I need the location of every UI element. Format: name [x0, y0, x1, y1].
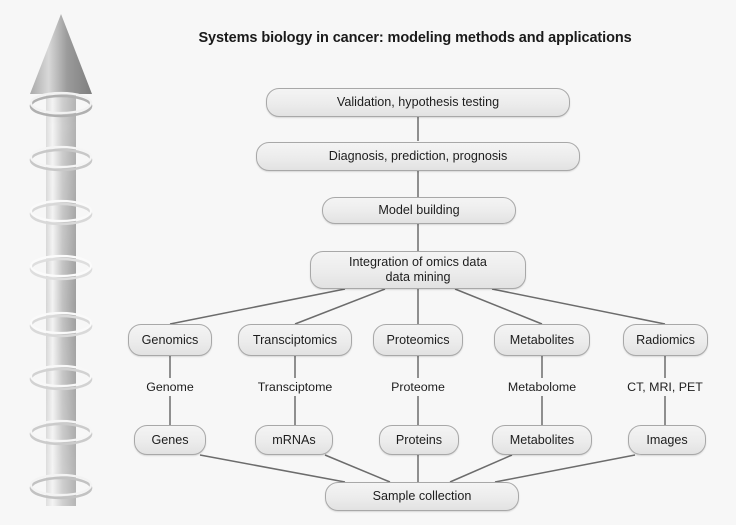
node-entity-proteins-label: Proteins — [395, 432, 443, 447]
node-integration[interactable]: Integration of omics data data mining — [310, 251, 526, 289]
node-diagnosis[interactable]: Diagnosis, prediction, prognosis — [256, 142, 580, 171]
link-integration-radiomics — [491, 288, 666, 325]
link-integration-transciptomics — [294, 288, 386, 325]
link-integration-metabolites — [454, 288, 543, 325]
node-entity-metabolites[interactable]: Metabolites — [492, 425, 592, 455]
node-entity-mrnas[interactable]: mRNAs — [255, 425, 333, 455]
node-entity-proteins[interactable]: Proteins — [379, 425, 459, 455]
node-omics-proteomics[interactable]: Proteomics — [373, 324, 463, 356]
node-entity-mrnas-label: mRNAs — [272, 432, 316, 447]
link-metabolites-sample — [449, 454, 513, 483]
edge-label-proteome-text: Proteome — [391, 380, 445, 394]
node-entity-genes-label: Genes — [151, 432, 189, 447]
node-model-building[interactable]: Model building — [322, 197, 516, 224]
node-integration-line2: data mining — [385, 270, 451, 284]
node-model-building-label: Model building — [378, 203, 460, 218]
edge-label-transciptome-text: Transciptome — [257, 380, 333, 394]
node-omics-transciptomics-label: Transciptomics — [252, 332, 338, 347]
edge-label-genome-text: Genome — [146, 380, 194, 394]
node-sample-collection-label: Sample collection — [372, 489, 472, 504]
node-validation[interactable]: Validation, hypothesis testing — [266, 88, 570, 117]
edge-label-proteome: Proteome — [368, 380, 468, 394]
link-genes-sample — [199, 454, 346, 483]
edge-label-genome: Genome — [120, 380, 220, 394]
node-sample-collection[interactable]: Sample collection — [325, 482, 519, 511]
edge-label-metabolome: Metabolome — [487, 380, 597, 394]
node-omics-transciptomics[interactable]: Transciptomics — [238, 324, 352, 356]
node-omics-genomics-label: Genomics — [141, 332, 199, 347]
node-omics-metabolites[interactable]: Metabolites — [494, 324, 590, 356]
edge-label-transciptome: Transciptome — [233, 380, 357, 394]
node-omics-metabolites-label: Metabolites — [509, 332, 575, 347]
node-omics-radiomics[interactable]: Radiomics — [623, 324, 708, 356]
node-entity-images-label: Images — [646, 432, 688, 447]
edge-label-modalities: CT, MRI, PET — [610, 380, 720, 394]
link-mrnas-sample — [324, 454, 391, 483]
edge-label-metabolome-text: Metabolome — [507, 380, 577, 394]
node-validation-label: Validation, hypothesis testing — [336, 95, 500, 110]
upward-arrow-with-rings-icon — [29, 14, 93, 506]
node-diagnosis-label: Diagnosis, prediction, prognosis — [328, 149, 508, 164]
node-omics-genomics[interactable]: Genomics — [128, 324, 212, 356]
node-integration-line1: Integration of omics data — [349, 254, 487, 269]
node-omics-radiomics-label: Radiomics — [636, 332, 695, 347]
node-entity-metabolites-label: Metabolites — [509, 432, 575, 447]
figure-title: Systems biology in cancer: modeling meth… — [198, 30, 632, 46]
node-entity-genes[interactable]: Genes — [134, 425, 206, 455]
edge-label-modalities-text: CT, MRI, PET — [627, 380, 703, 394]
node-entity-images[interactable]: Images — [628, 425, 706, 455]
link-integration-genomics — [169, 288, 346, 325]
node-omics-proteomics-label: Proteomics — [386, 332, 450, 347]
link-images-sample — [494, 454, 636, 483]
